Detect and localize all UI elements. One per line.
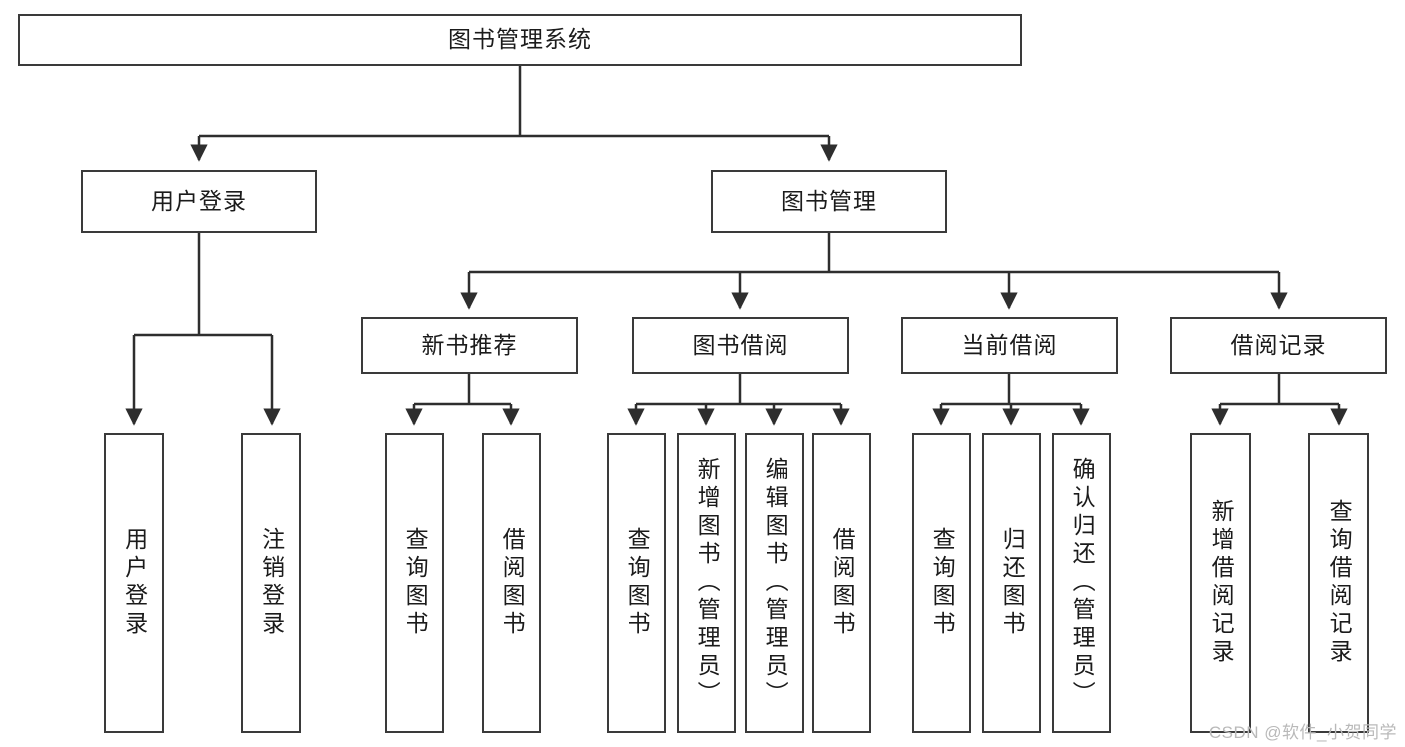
node-book-manage-label: 图书管理 [781,187,877,214]
csdn-watermark: CSDN @软件_小贺同学 [1208,723,1397,742]
leaf-return-book[interactable]: 归还图书 [982,433,1041,733]
node-new-book-rec-label: 新书推荐 [421,331,518,358]
node-new-book-rec[interactable]: 新书推荐 [361,317,578,374]
leaf-edit-book-label: 编辑图书（管理员） [762,457,789,709]
leaf-add-record-label: 新增借阅记录 [1208,499,1235,667]
leaf-borrow-book-1[interactable]: 借阅图书 [482,433,541,733]
leaf-query-record[interactable]: 查询借阅记录 [1308,433,1369,733]
node-borrow-record-label: 借阅记录 [1230,331,1327,358]
node-borrow-record[interactable]: 借阅记录 [1170,317,1387,374]
leaf-query-book-3-label: 查询图书 [929,527,956,639]
leaf-borrow-book-1-label: 借阅图书 [499,527,526,639]
leaf-add-book[interactable]: 新增图书（管理员） [677,433,736,733]
node-book-borrow-label: 图书借阅 [692,331,789,358]
node-book-manage[interactable]: 图书管理 [711,170,947,233]
leaf-query-book-2[interactable]: 查询图书 [607,433,666,733]
leaf-query-book-1-label: 查询图书 [402,527,429,639]
node-current-borrow-label: 当前借阅 [961,331,1058,358]
leaf-confirm-return[interactable]: 确认归还（管理员） [1052,433,1111,733]
node-root-label: 图书管理系统 [448,26,592,53]
leaf-add-book-label: 新增图书（管理员） [694,457,721,709]
leaf-borrow-book-2-label: 借阅图书 [829,527,856,639]
node-current-borrow[interactable]: 当前借阅 [901,317,1118,374]
leaf-user-login[interactable]: 用户登录 [104,433,164,733]
leaf-borrow-book-2[interactable]: 借阅图书 [812,433,871,733]
leaf-edit-book[interactable]: 编辑图书（管理员） [745,433,804,733]
leaf-query-record-label: 查询借阅记录 [1326,499,1353,667]
leaf-query-book-3[interactable]: 查询图书 [912,433,971,733]
leaf-return-book-label: 归还图书 [999,527,1026,639]
node-user-login[interactable]: 用户登录 [81,170,317,233]
leaf-confirm-return-label: 确认归还（管理员） [1069,457,1096,709]
leaf-add-record[interactable]: 新增借阅记录 [1190,433,1251,733]
leaf-query-book-2-label: 查询图书 [624,527,651,639]
node-user-login-label: 用户登录 [151,187,247,214]
leaf-user-login-label: 用户登录 [121,527,148,639]
node-book-borrow[interactable]: 图书借阅 [632,317,849,374]
leaf-logout[interactable]: 注销登录 [241,433,301,733]
leaf-logout-label: 注销登录 [258,527,285,639]
node-root[interactable]: 图书管理系统 [18,14,1022,66]
leaf-query-book-1[interactable]: 查询图书 [385,433,444,733]
